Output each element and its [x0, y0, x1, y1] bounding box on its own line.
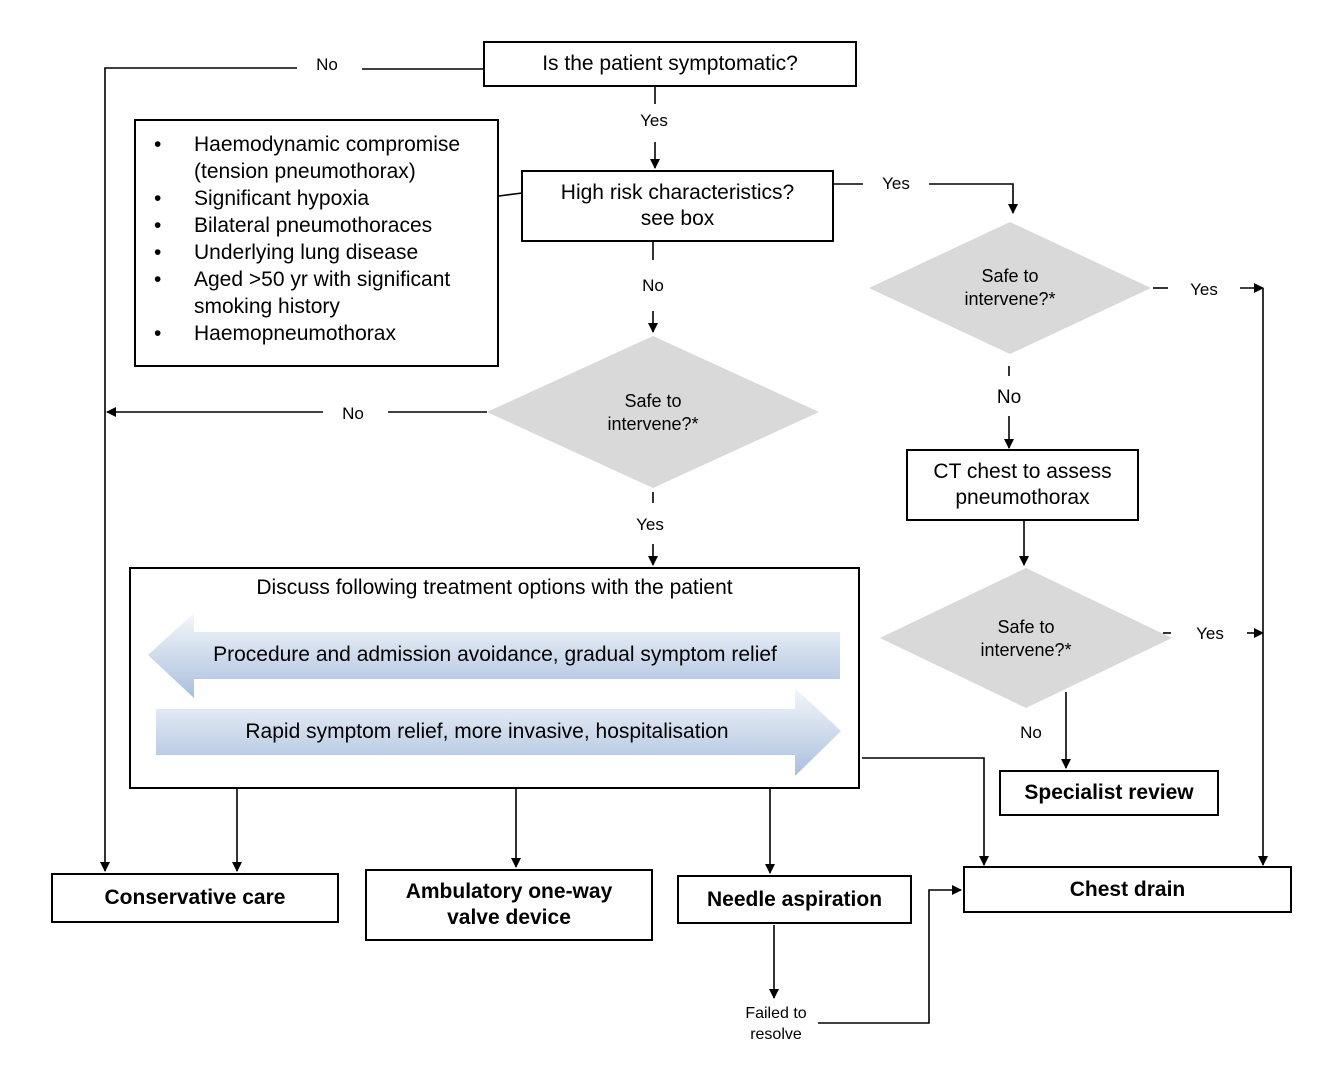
- arrow-right-band: [156, 688, 841, 776]
- node-ct-chest: CT chest to assess pneumothorax: [906, 449, 1139, 521]
- node-high-risk-line2: see box: [640, 207, 715, 230]
- label-yes-high-risk: Yes: [872, 173, 920, 194]
- list-item: •Haemopneumothorax: [154, 322, 396, 345]
- list-item: •Significant hypoxia: [154, 187, 370, 210]
- arrow-right-text: Rapid symptom relief, more invasive, hos…: [245, 720, 729, 743]
- list-item: •Haemodynamic compromise (tension pneumo…: [154, 133, 461, 183]
- bullet-icon: •: [154, 268, 162, 291]
- arrow-left-band: [148, 613, 840, 698]
- label-no-symptomatic: No: [305, 54, 349, 75]
- diamond-safe-right-bottom-text: Safe to intervene?*: [980, 617, 1072, 660]
- bullet-icon: •: [154, 214, 162, 237]
- discuss-title: Discuss following treatment options with…: [256, 576, 733, 599]
- label-yes-safe-right-bottom: Yes: [1186, 623, 1234, 644]
- bullet-icon: •: [154, 322, 162, 345]
- label-failed-to-resolve: Failed to resolve: [734, 1003, 818, 1045]
- diamond-safe-right-top-text: Safe to intervene?*: [964, 266, 1056, 309]
- bullet-icon: •: [154, 133, 162, 156]
- node-ambulatory-valve: Ambulatory one-way valve device: [365, 869, 653, 941]
- node-chest-drain: Chest drain: [963, 866, 1292, 913]
- label-no-safe-right-top: No: [988, 387, 1030, 408]
- edge-discuss-to-chestdrain: [862, 757, 989, 866]
- node-symptomatic: Is the patient symptomatic?: [483, 41, 857, 87]
- list-item: •Underlying lung disease: [154, 241, 419, 264]
- high-risk-criteria-box: •Haemodynamic compromise (tension pneumo…: [134, 119, 499, 367]
- arrow-left-text: Procedure and admission avoidance, gradu…: [213, 643, 777, 666]
- label-no-safe-left: No: [331, 403, 375, 424]
- label-yes-safe-right-top: Yes: [1180, 279, 1228, 300]
- label-yes-symptomatic: Yes: [631, 110, 677, 131]
- label-no-high-risk: No: [633, 275, 673, 296]
- label-yes-safe-left: Yes: [627, 514, 673, 535]
- list-item: •Bilateral pneumothoraces: [154, 214, 433, 237]
- diamond-safe-left-text: Safe to intervene?*: [607, 391, 699, 434]
- node-conservative-care: Conservative care: [51, 873, 339, 923]
- node-high-risk-line1: High risk characteristics?: [560, 181, 795, 204]
- edge-riskbox-connector: [498, 192, 523, 197]
- label-no-safe-right-bottom: No: [1010, 722, 1052, 743]
- decision-diamond-safe-right-bottom: [880, 568, 1172, 708]
- bullet-icon: •: [154, 241, 162, 264]
- node-high-risk: High risk characteristics? see box: [521, 170, 834, 242]
- high-risk-criteria-list: •Haemodynamic compromise (tension pneumo…: [150, 131, 489, 347]
- list-item: •Aged >50 yr with significant smoking hi…: [154, 268, 451, 318]
- node-specialist-review: Specialist review: [999, 770, 1219, 816]
- node-needle-aspiration: Needle aspiration: [677, 875, 912, 924]
- node-symptomatic-text: Is the patient symptomatic?: [542, 52, 798, 75]
- decision-diamond-safe-right-top: [869, 222, 1151, 354]
- bullet-icon: •: [154, 187, 162, 210]
- edge-failed-to-chestdrain: [814, 885, 962, 1024]
- edge-symptomatic-no-2: [100, 67, 297, 872]
- node-discuss-options: [129, 567, 860, 789]
- decision-diamond-safe-left: [487, 336, 819, 488]
- edge-highrisk-yes-b: [929, 183, 1018, 214]
